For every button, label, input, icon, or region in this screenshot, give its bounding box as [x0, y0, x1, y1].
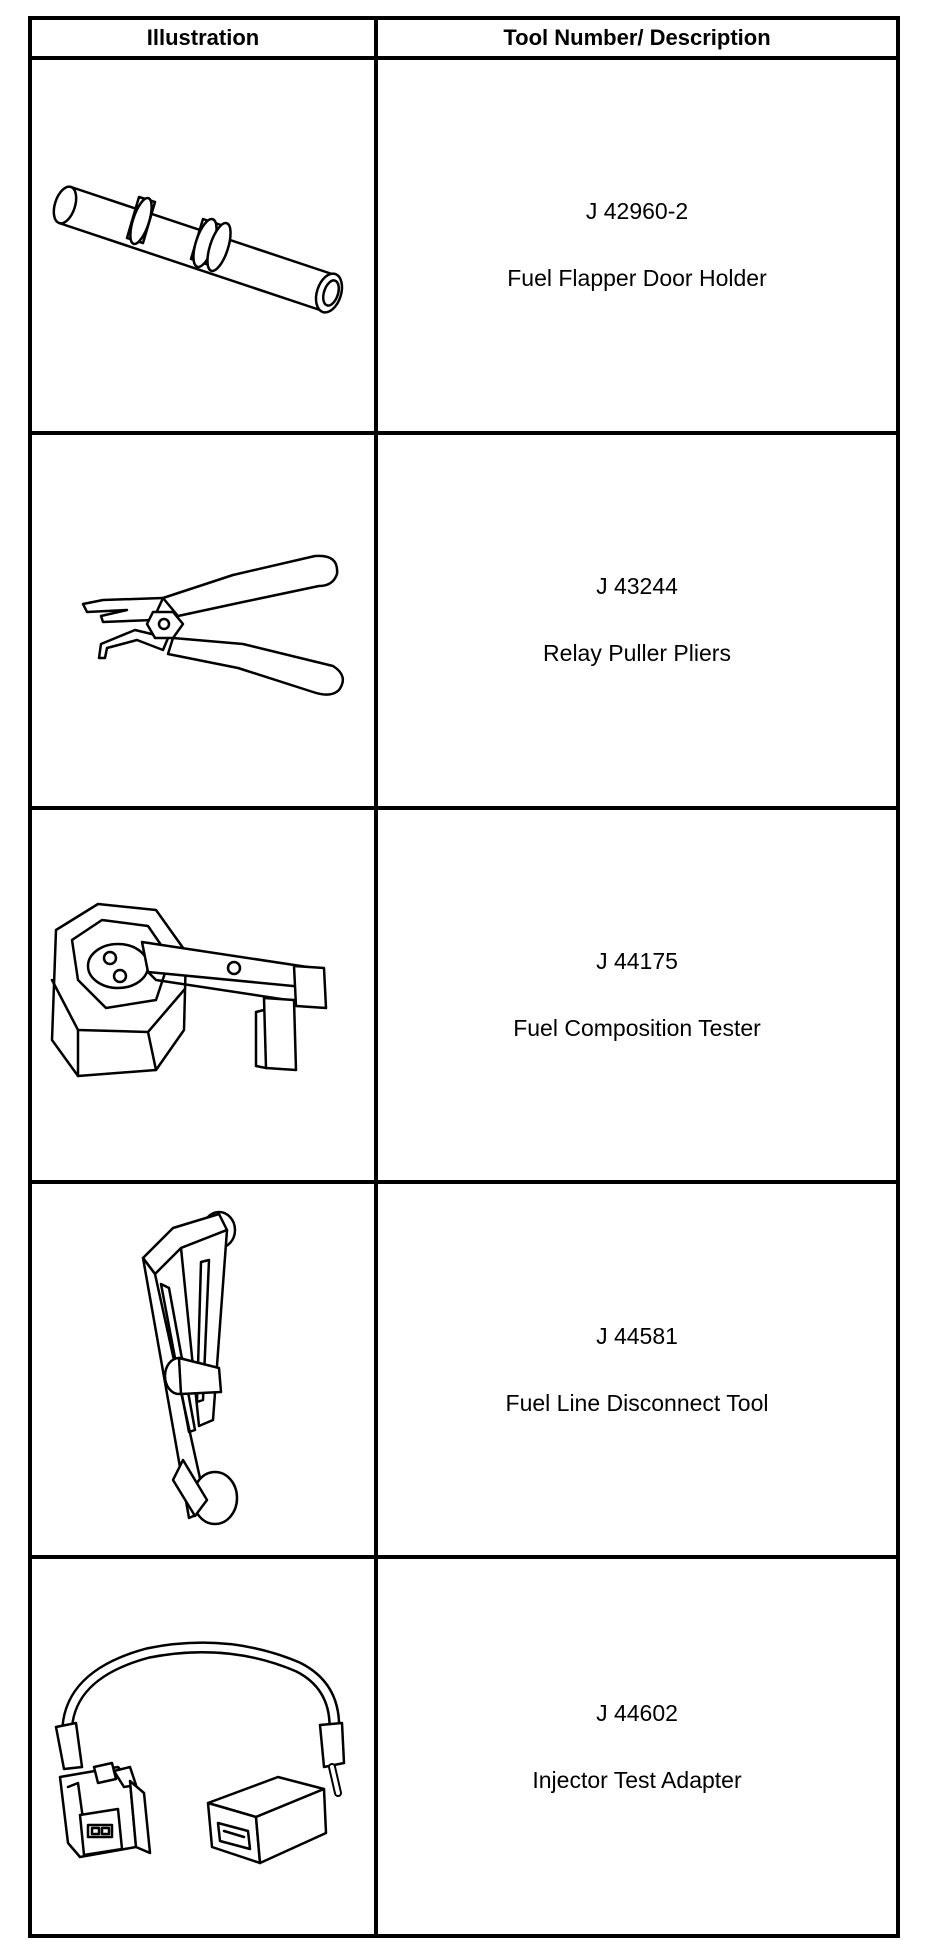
tool-number: J 42960-2	[585, 198, 689, 225]
tool-description: Fuel Flapper Door Holder	[507, 265, 767, 292]
fuel-composition-tester-icon	[50, 902, 328, 1078]
tool-description: Relay Puller Pliers	[543, 640, 731, 667]
tools-table: Illustration Tool Number/ Description J …	[28, 16, 900, 1938]
tool-description: Fuel Line Disconnect Tool	[505, 1389, 769, 1416]
tool-number: J 43244	[596, 573, 678, 600]
header-illustration: Illustration	[32, 20, 378, 60]
tool-description: Injector Test Adapter	[532, 1766, 742, 1793]
illustration-cell	[32, 809, 378, 1185]
illustration-cell	[32, 1559, 378, 1934]
description-cell: J 44175 Fuel Composition Tester	[378, 810, 896, 1185]
description-cell: J 44581 Fuel Line Disconnect Tool	[378, 1184, 896, 1560]
tool-number: J 44602	[596, 1699, 678, 1726]
description-cell: J 43244 Relay Puller Pliers	[378, 435, 896, 810]
tool-number: J 44581	[596, 1322, 678, 1349]
fuel-flapper-door-holder-icon	[52, 185, 344, 315]
fuel-line-disconnect-tool-icon	[141, 1210, 239, 1526]
header-tool-description: Tool Number/ Description	[378, 20, 896, 60]
description-cell: J 42960-2 Fuel Flapper Door Holder	[378, 60, 896, 435]
relay-puller-pliers-icon	[81, 554, 345, 696]
tool-number: J 44175	[596, 947, 678, 974]
injector-test-adapter-icon	[54, 1641, 346, 1864]
illustration-cell	[32, 60, 378, 435]
illustration-cell	[32, 434, 378, 810]
tool-description: Fuel Composition Tester	[513, 1014, 761, 1041]
description-cell: J 44602 Injector Test Adapter	[378, 1559, 896, 1934]
illustration-cell	[32, 1184, 378, 1560]
